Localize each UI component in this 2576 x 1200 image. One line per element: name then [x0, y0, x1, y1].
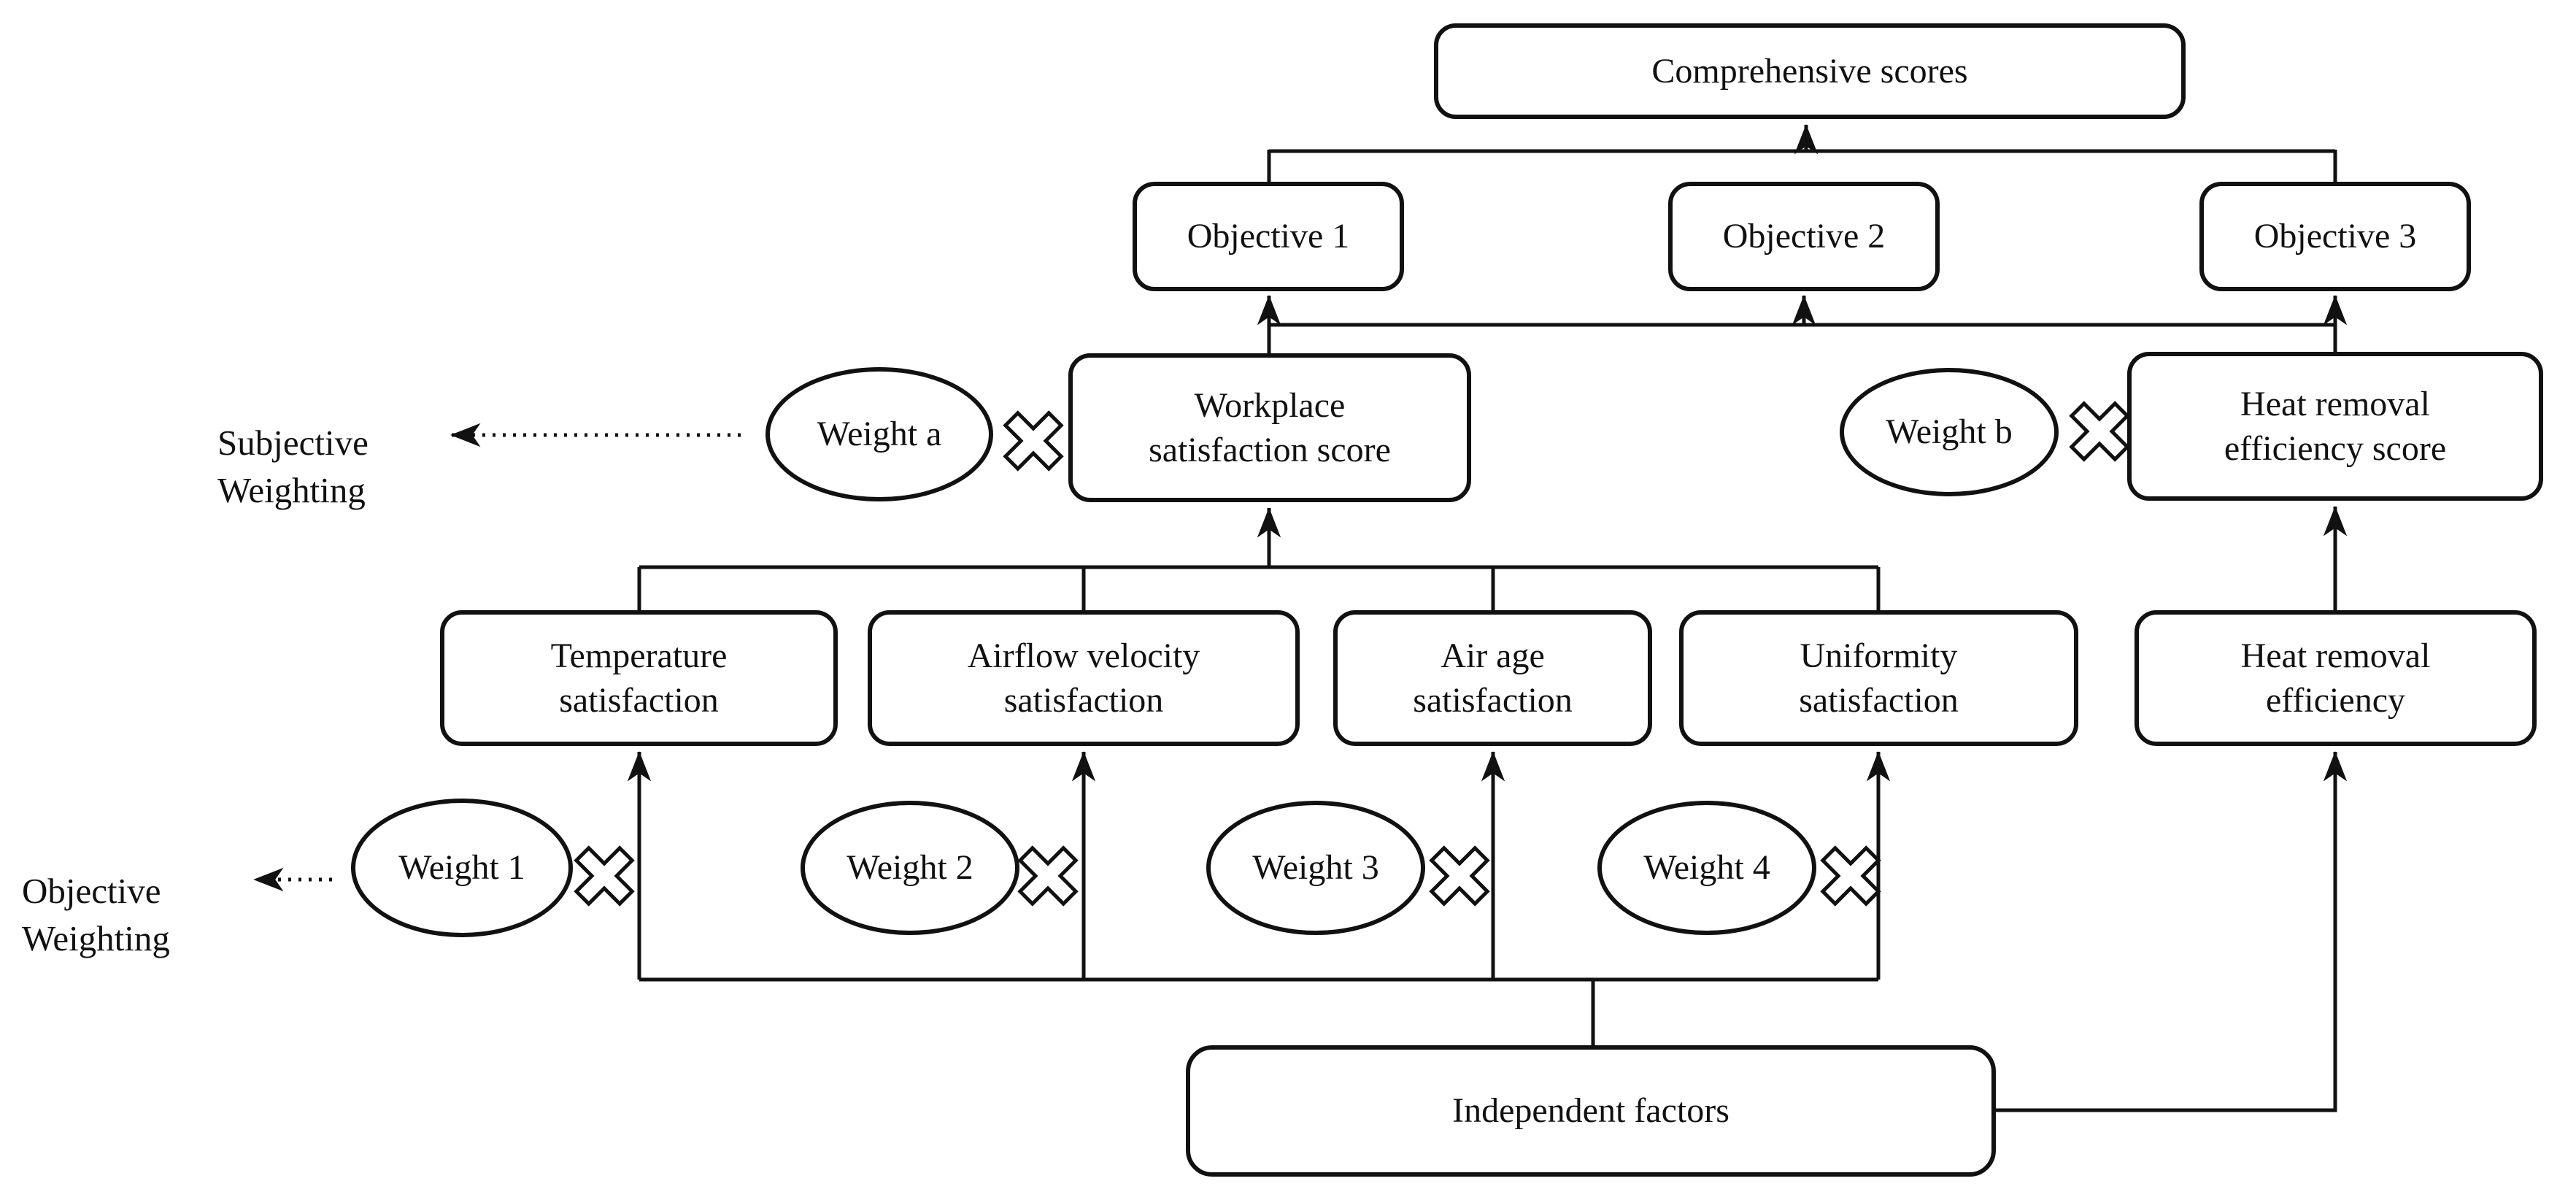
weight-a-ellipse: Weight a	[766, 367, 993, 501]
weight-2-ellipse: Weight 2	[801, 801, 1019, 935]
node-objective-3: Objective 3	[2199, 182, 2471, 291]
node-label: Objective 3	[2253, 217, 2417, 256]
node-label: Heat removal efficiency	[2240, 636, 2431, 720]
weight-4-ellipse: Weight 4	[1597, 801, 1816, 935]
node-airflow-velocity-satisfaction: Airflow velocity satisfaction	[868, 610, 1300, 746]
node-independent-factors: Independent factors	[1186, 1045, 1996, 1177]
node-label: Workplace satisfaction score	[1149, 385, 1391, 469]
node-label: Objective 1	[1187, 217, 1350, 256]
weight-label: Weight a	[817, 415, 942, 454]
annotation-label: Subjective Weighting	[217, 422, 369, 511]
connector-heat-branch	[1996, 506, 2348, 1112]
connector-score-tree	[1257, 295, 2348, 353]
connector-top-tree	[1267, 124, 2337, 182]
connector-satisfaction-tree	[637, 507, 1881, 612]
connector-factors-tree	[627, 751, 1891, 1045]
node-label: Airflow velocity satisfaction	[967, 636, 1200, 720]
weight-label: Weight b	[1886, 412, 2013, 452]
weight-label: Weight 2	[847, 848, 973, 888]
node-label: Air age satisfaction	[1413, 636, 1573, 720]
weight-3-ellipse: Weight 3	[1206, 801, 1425, 935]
weight-b-ellipse: Weight b	[1840, 368, 2059, 496]
multiply-icon	[1808, 833, 1894, 920]
node-label: Temperature satisfaction	[550, 636, 728, 720]
annotation-label: Objective Weighting	[22, 870, 170, 959]
node-label: Heat removal efficiency score	[2224, 384, 2447, 468]
multiply-icon	[990, 398, 1077, 485]
node-label: Independent factors	[1452, 1091, 1729, 1131]
node-label: Comprehensive scores	[1651, 51, 1968, 91]
weight-label: Weight 3	[1252, 848, 1379, 888]
node-heat-removal-efficiency-score: Heat removal efficiency score	[2127, 352, 2543, 501]
multiply-icon	[1416, 833, 1503, 920]
weight-label: Weight 4	[1643, 848, 1770, 888]
node-comprehensive-scores: Comprehensive scores	[1434, 23, 2186, 119]
multiply-icon	[561, 833, 648, 920]
weight-label: Weight 1	[398, 848, 525, 888]
node-objective-1: Objective 1	[1133, 182, 1404, 291]
annotation-objective-weighting: Objective Weighting	[22, 819, 170, 963]
node-temperature-satisfaction: Temperature satisfaction	[440, 610, 838, 746]
weight-1-ellipse: Weight 1	[351, 799, 573, 937]
node-label: Uniformity satisfaction	[1799, 636, 1959, 720]
node-objective-2: Objective 2	[1668, 182, 1940, 291]
node-workplace-satisfaction-score: Workplace satisfaction score	[1068, 353, 1471, 502]
node-heat-removal-efficiency: Heat removal efficiency	[2135, 610, 2537, 746]
node-air-age-satisfaction: Air age satisfaction	[1333, 610, 1652, 746]
node-uniformity-satisfaction: Uniformity satisfaction	[1679, 610, 2078, 746]
node-label: Objective 2	[1722, 217, 1886, 256]
annotation-subjective-weighting: Subjective Weighting	[217, 371, 369, 515]
